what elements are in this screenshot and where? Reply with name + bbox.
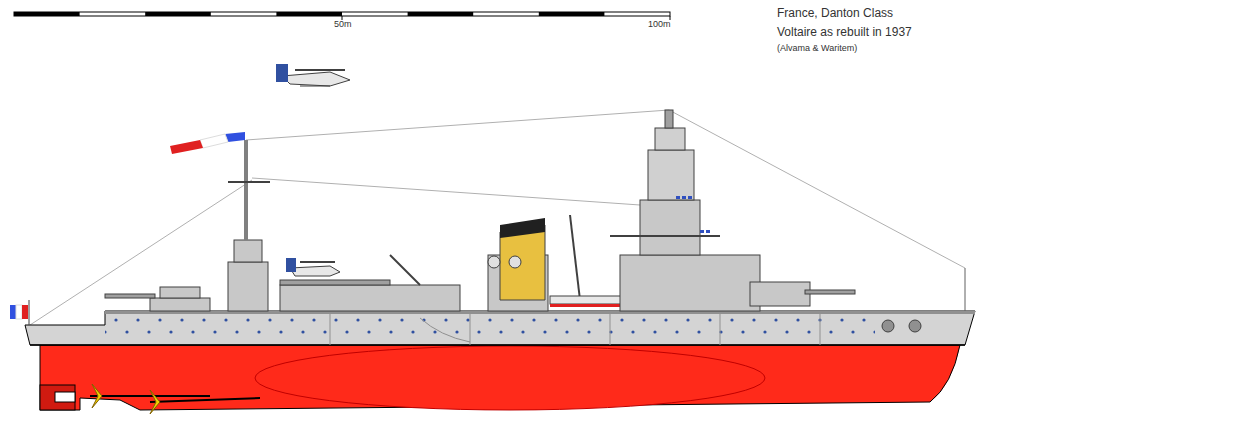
- title: France, Danton Class: [777, 6, 893, 20]
- credit-note: (Alvama & Waritem): [777, 43, 857, 53]
- scale-mark: 50m: [334, 19, 352, 29]
- subtitle: Voltaire as rebuilt in 1937: [777, 25, 912, 39]
- scale-mark: 100m: [648, 19, 671, 29]
